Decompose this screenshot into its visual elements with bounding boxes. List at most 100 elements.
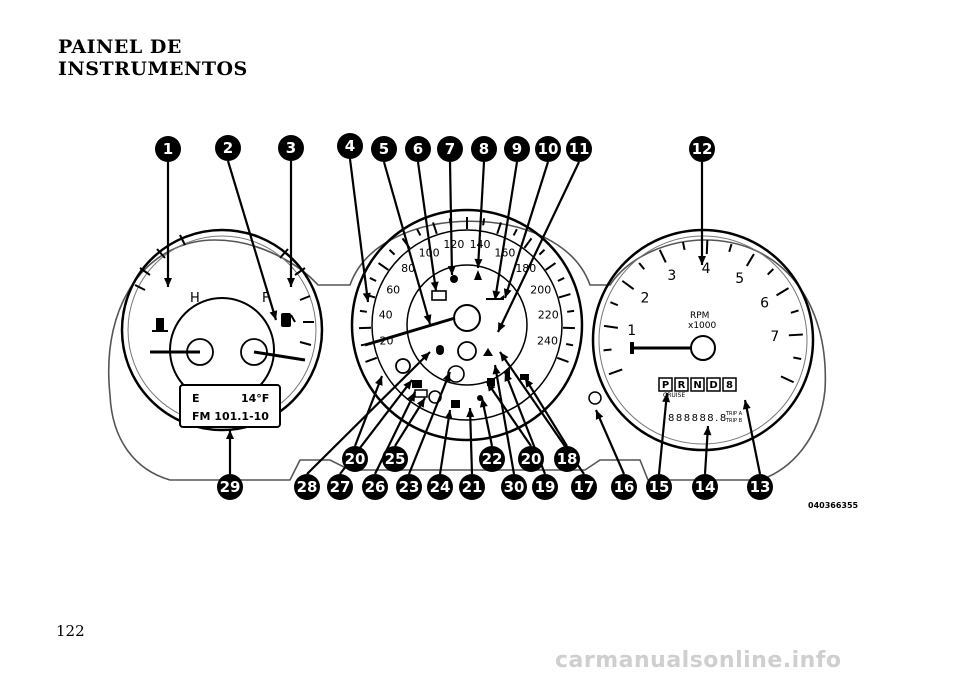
front-fog-icon <box>520 374 529 380</box>
security-light-icon <box>412 380 422 388</box>
speed-tick <box>377 262 389 271</box>
fuel-f-label: F <box>262 291 269 306</box>
speed-tick <box>512 228 518 236</box>
tach-label: 7 <box>770 329 779 345</box>
leader-line <box>374 391 416 475</box>
callout-number: 13 <box>750 478 771 496</box>
callout-bubble <box>566 136 592 162</box>
display-line-1-right: 14°F <box>241 392 269 405</box>
speed-tick <box>369 277 377 282</box>
leader-line <box>486 381 532 447</box>
leader-arrowhead <box>662 393 671 403</box>
gear-box <box>722 377 737 392</box>
callout-number: 9 <box>512 140 522 158</box>
center-warning-icons <box>395 270 529 408</box>
tach-tick <box>793 356 802 360</box>
speed-tick <box>545 262 557 271</box>
leader-line <box>448 161 454 276</box>
engine-check-icon <box>414 389 428 398</box>
callout-bubble <box>215 135 241 161</box>
gear-letter: N <box>693 380 701 391</box>
battery-icon <box>431 290 447 301</box>
leader-arrowhead <box>492 365 501 375</box>
callout-bubble <box>217 474 243 500</box>
leader-arrowhead <box>375 376 383 386</box>
leader-arrowhead <box>595 410 604 420</box>
leader-line <box>353 375 384 447</box>
speed-tick <box>416 228 422 236</box>
callout-number: 17 <box>574 478 595 496</box>
leader-arrowhead <box>500 352 509 362</box>
callout-number: 8 <box>479 140 489 158</box>
speed-tick <box>496 222 502 235</box>
title-line-1: PAINEL DE <box>58 36 182 58</box>
callout-number: 10 <box>538 140 559 158</box>
gear-box <box>674 377 689 392</box>
odometer-reset-knob <box>588 391 602 405</box>
leader-arrowhead <box>447 265 456 275</box>
leader-arrowhead <box>269 310 278 320</box>
callout-bubble <box>459 474 485 500</box>
callout-bubble <box>437 136 463 162</box>
speed-tick <box>388 249 396 256</box>
callout-bubble <box>342 446 368 472</box>
callout-number: 20 <box>345 450 366 468</box>
leader-line <box>382 161 432 325</box>
leader-line <box>524 377 568 447</box>
leader-line <box>743 399 762 475</box>
tach-tick <box>603 348 612 352</box>
leader-arrowhead <box>698 256 706 265</box>
callout-bubble <box>278 135 304 161</box>
tach-label: 5 <box>735 271 744 287</box>
speed-tick <box>365 356 378 363</box>
speed-label: 100 <box>419 246 440 259</box>
leader-arrowhead <box>362 292 371 302</box>
tach-label: 4 <box>702 261 711 277</box>
speed-label: 200 <box>530 283 551 296</box>
speed-label: 40 <box>379 308 393 321</box>
callout-leader-lines <box>164 158 762 475</box>
callout-bubble <box>427 474 453 500</box>
speed-label: 60 <box>386 283 400 296</box>
traction-control-icon <box>483 348 493 356</box>
callout-bubble <box>471 136 497 162</box>
callout-bubble <box>371 136 397 162</box>
oil-pressure-icon <box>486 295 504 300</box>
gear-warning-icon <box>395 358 411 374</box>
leader-arrowhead <box>407 392 415 402</box>
info-display <box>179 384 281 428</box>
callout-number: 5 <box>379 140 389 158</box>
speed-tick <box>432 222 438 235</box>
leader-line <box>493 161 519 301</box>
page-title: PAINEL DE INSTRUMENTOS <box>58 36 248 80</box>
leader-arrowhead <box>498 322 506 332</box>
panel-outline <box>108 220 827 481</box>
cruise-label: CRUISE <box>663 392 685 399</box>
callout-number: 22 <box>482 450 503 468</box>
seatbelt-icon <box>474 270 482 280</box>
callout-bubble <box>337 133 363 159</box>
trip-a-label: TRIP A <box>725 411 743 417</box>
abs-icon <box>447 365 465 383</box>
callout-bubble <box>155 136 181 162</box>
leader-line <box>226 160 278 321</box>
leader-line <box>476 161 486 269</box>
leader-arrowhead <box>466 408 475 418</box>
tach-tick <box>603 324 619 329</box>
leader-arrowhead <box>420 352 430 362</box>
callout-bubble <box>382 446 408 472</box>
title-line-2: INSTRUMENTOS <box>58 58 248 80</box>
leader-arrowhead <box>742 400 751 410</box>
callout-number: 23 <box>399 478 420 496</box>
leader-arrowhead <box>444 410 453 420</box>
callout-bubble <box>692 474 718 500</box>
callout-bubble <box>747 474 773 500</box>
figure-code: 040366355 <box>808 501 859 510</box>
tach-label: 2 <box>640 290 649 306</box>
leader-arrowhead <box>503 288 512 298</box>
gear-letter: 8 <box>726 380 733 391</box>
speed-tick <box>359 309 367 313</box>
speed-tick <box>557 277 565 282</box>
